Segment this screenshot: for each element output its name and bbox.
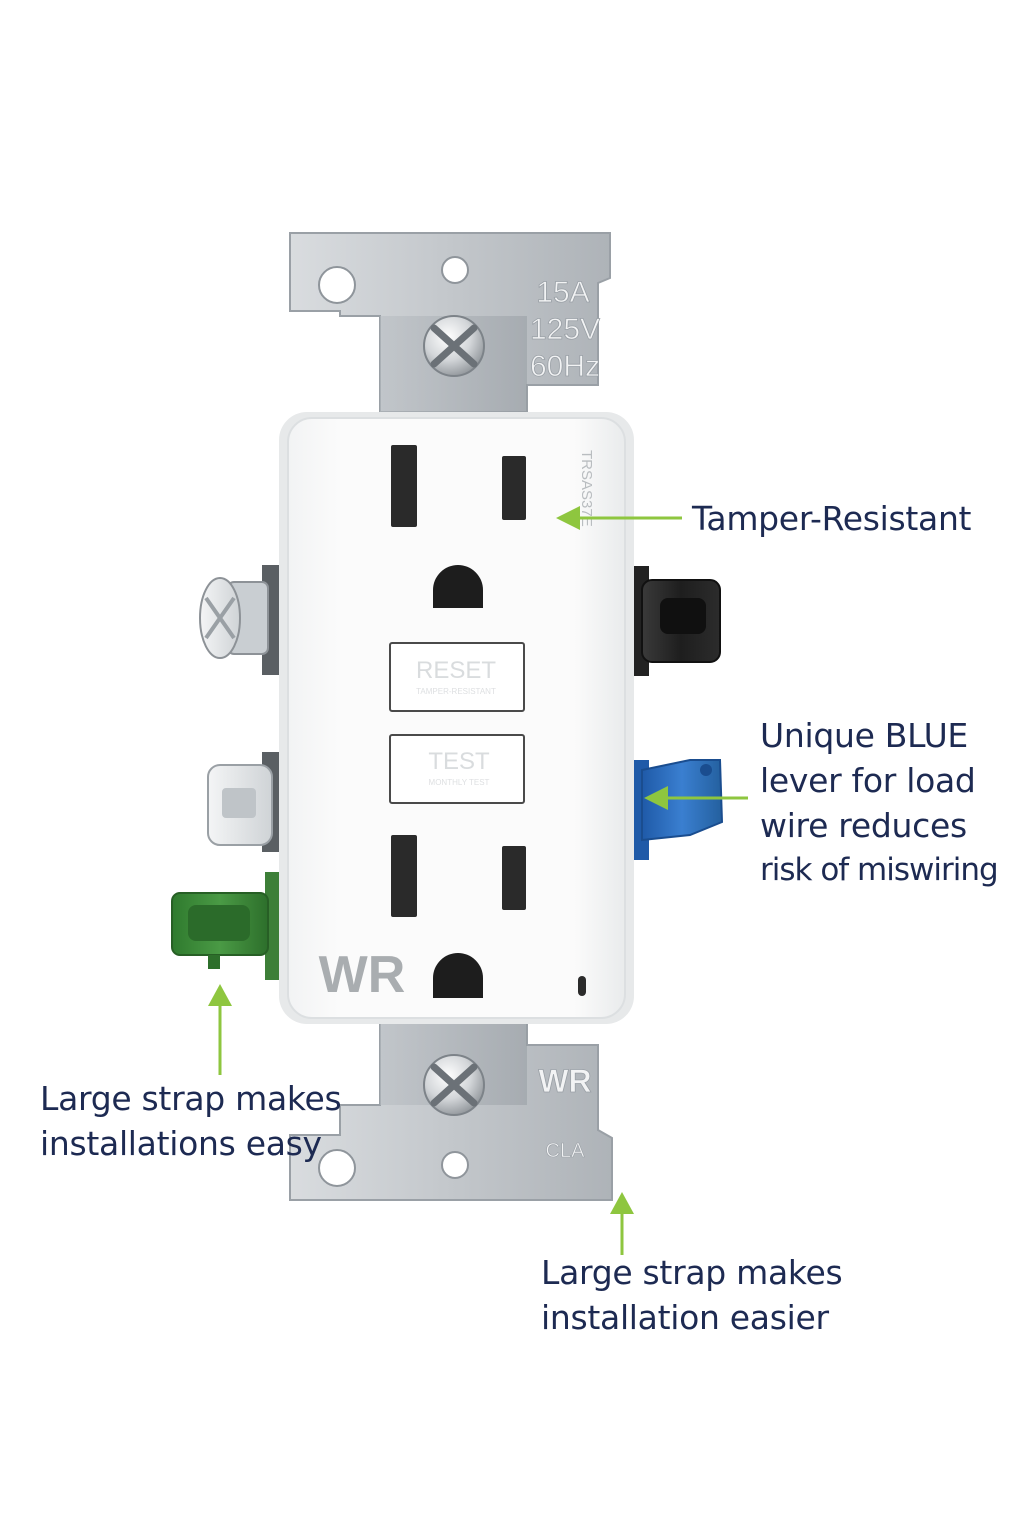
arrow-icon [644, 786, 748, 810]
reset-label: RESET [416, 657, 496, 684]
strap-mount-hole-right [441, 256, 469, 284]
bottom-outlet [391, 835, 526, 998]
terminal-clear-line [199, 565, 280, 675]
callout-strap-left: Large strap makes installations easy [40, 1076, 342, 1166]
side-marking: TRSAS37E [578, 450, 595, 527]
callout-line: Large strap makes [541, 1253, 843, 1292]
test-button[interactable]: TEST MONTHLY TEST [389, 734, 525, 804]
neutral-slot [391, 835, 417, 917]
strap-cert-mark: CLA [546, 1140, 586, 1162]
phillips-screw-icon [423, 1054, 485, 1116]
strap-mount-hole-right [441, 1151, 469, 1179]
callout-line: installations easy [40, 1124, 322, 1163]
body-wr-mark: WR [319, 946, 406, 1004]
arrow-icon [208, 984, 232, 1075]
rating-frequency: 60Hz [530, 350, 600, 383]
callout-line: Tamper-Resistant [692, 499, 972, 538]
callout-line: Unique BLUE [760, 716, 968, 755]
strap-wr-mark: WR [538, 1063, 591, 1099]
terminal-black-line [633, 566, 721, 676]
ground-hole [433, 953, 483, 998]
bottom-mounting-strap: WR CLA [289, 1014, 613, 1201]
reset-button[interactable]: RESET TAMPER-RESISTANT [389, 642, 525, 712]
callout-line: Large strap makes [40, 1079, 342, 1118]
hot-slot [502, 456, 526, 520]
hot-slot [502, 846, 526, 910]
callout-tamper-resistant: Tamper-Resistant [692, 496, 972, 541]
phillips-screw-icon [423, 315, 485, 377]
receptacle-body: TRSAS37E RESET TAMPER-RESISTANT TEST MON… [279, 412, 634, 1024]
top-mounting-strap: 15A 125V 60Hz [289, 232, 611, 413]
test-sub-label: MONTHLY TEST [429, 778, 490, 787]
strap-mount-hole-left [318, 1149, 356, 1187]
reset-sub-label: TAMPER-RESISTANT [416, 687, 496, 696]
terminal-blue-load-lever [633, 759, 724, 860]
callout-line: risk of miswiring [760, 852, 999, 888]
indicator-led-icon [578, 976, 586, 996]
test-label: TEST [428, 748, 490, 775]
callout-line: wire reduces [760, 806, 967, 845]
neutral-slot [391, 445, 417, 527]
ground-hole [433, 565, 483, 608]
terminal-white-neutral [207, 752, 280, 852]
terminal-green-ground [171, 872, 279, 980]
callout-line: installation easier [541, 1298, 829, 1337]
top-outlet [391, 445, 526, 608]
callout-line: lever for load [760, 761, 976, 800]
callout-strap-right: Large strap makes installation easier [541, 1250, 843, 1340]
rating-volts: 125V [530, 313, 600, 346]
strap-mount-hole-left [318, 266, 356, 304]
arrow-icon [610, 1192, 634, 1255]
rating-amps: 15A [536, 276, 589, 309]
callout-blue-lever: Unique BLUE lever for load wire reduces … [760, 713, 999, 893]
arrow-icon [556, 506, 682, 530]
